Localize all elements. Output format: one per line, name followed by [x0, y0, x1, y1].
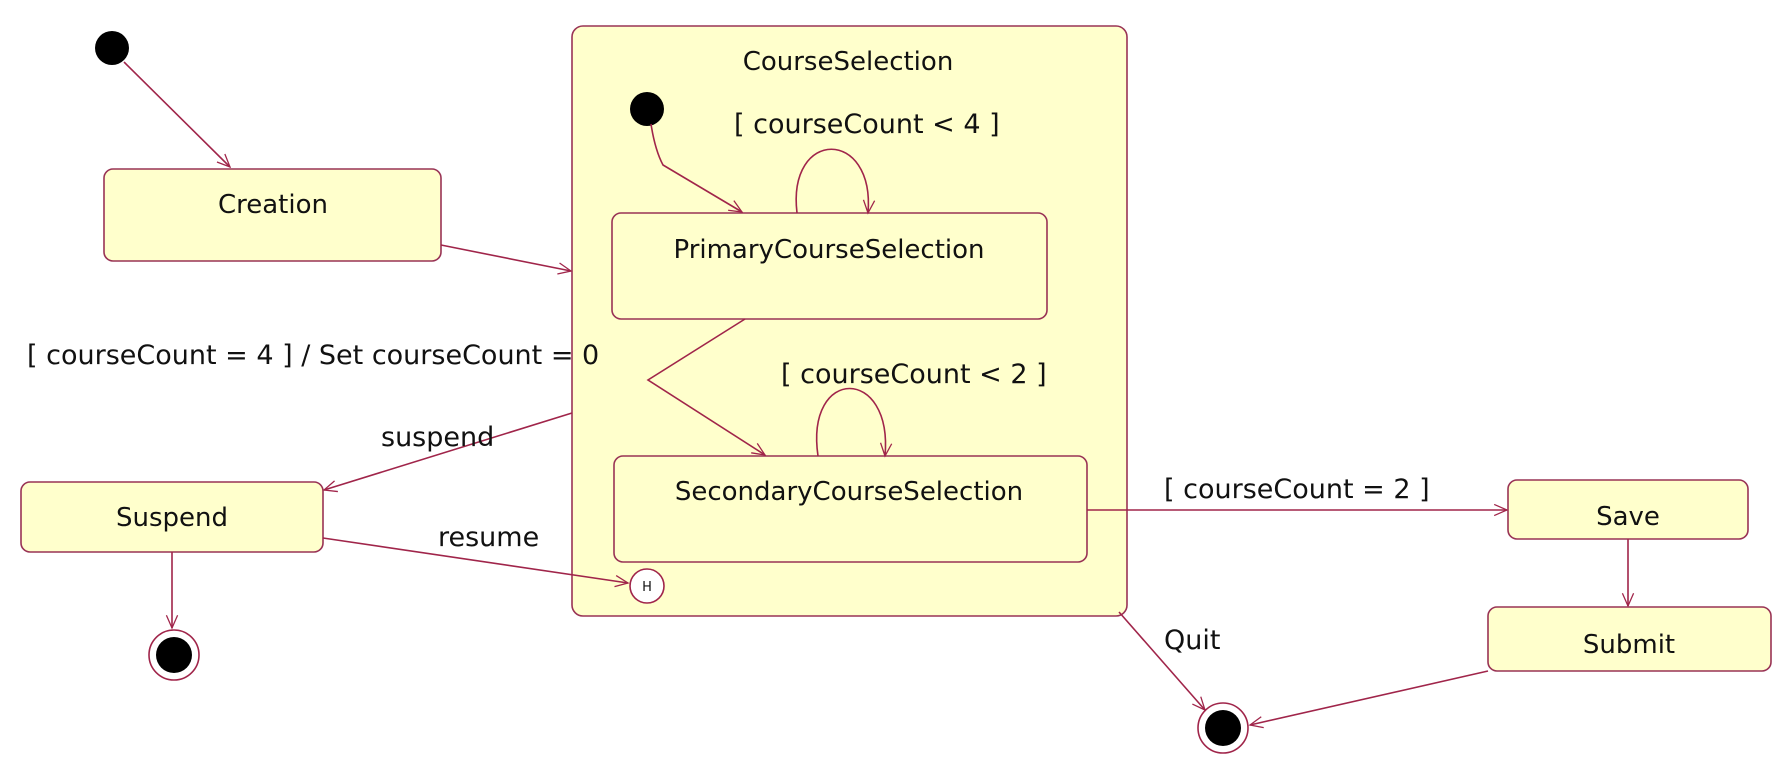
label-primary-loop-guard: [ courseCount < 4 ]: [734, 109, 1000, 140]
history-node-label: H: [642, 580, 652, 595]
state-suspend-label: Suspend: [116, 503, 228, 533]
edge-secondary-self-loop: [815, 387, 893, 458]
final-node-main: [1197, 702, 1249, 754]
initial-node-inner: [630, 92, 664, 126]
edge-primary-self-loop: [795, 148, 876, 215]
state-creation[interactable]: [103, 168, 442, 262]
edge-submit-to-final: [1248, 670, 1489, 729]
edge-course-selection-to-final: [1118, 611, 1207, 712]
edge-inner-initial-to-primary: [650, 123, 744, 213]
initial-node-outer: [95, 31, 129, 65]
edge-creation-to-course-selection: [440, 244, 573, 275]
state-course-selection-label: CourseSelection: [743, 47, 954, 77]
state-secondary-course-selection[interactable]: [613, 455, 1088, 563]
label-primary-to-secondary: [ courseCount = 4 ] / Set courseCount = …: [27, 340, 599, 371]
edge-suspend-to-history: [322, 537, 630, 588]
history-node[interactable]: H: [629, 568, 665, 604]
state-creation-label: Creation: [218, 190, 328, 220]
label-suspend-event: suspend: [381, 422, 494, 453]
label-quit-event: Quit: [1164, 625, 1220, 656]
label-resume-event: resume: [438, 522, 539, 553]
state-secondary-course-selection-label: SecondaryCourseSelection: [675, 477, 1023, 507]
label-secondary-to-save: [ courseCount = 2 ]: [1164, 474, 1430, 505]
edge-primary-to-secondary: [646, 318, 767, 456]
final-node-suspend: [148, 629, 200, 681]
label-secondary-loop-guard: [ courseCount < 2 ]: [781, 359, 1047, 390]
state-submit-label: Submit: [1583, 630, 1675, 660]
state-save-label: Save: [1596, 502, 1660, 532]
state-primary-course-selection[interactable]: [611, 212, 1048, 320]
edge-initial-to-creation: [123, 61, 232, 169]
edge-course-selection-to-suspend: [322, 412, 573, 493]
state-primary-course-selection-label: PrimaryCourseSelection: [673, 235, 984, 265]
